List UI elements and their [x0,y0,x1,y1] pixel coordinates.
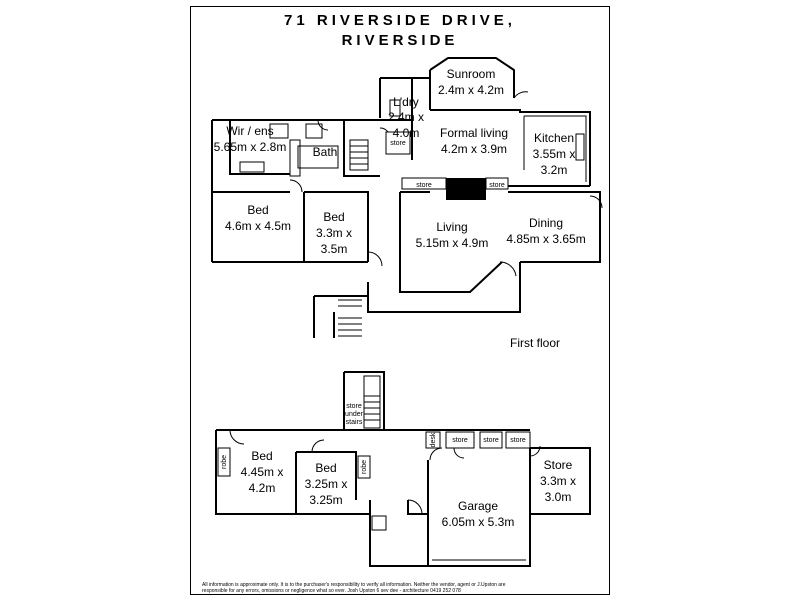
laundry-dims-2: 4.0m [393,126,420,140]
store-box-2 [485,177,509,190]
formal-living-dims: 4.2m x 3.9m [441,142,507,156]
kitchen-name: Kitchen [534,131,574,145]
kitchen-dims-1: 3.55m x [533,147,576,161]
ground-floor-details [217,375,541,561]
disclaimer: All information is approximate only. It … [202,582,602,594]
bed-b-dims-2: 3.25m [309,493,342,507]
fireplace [446,178,486,200]
sheet-border [190,6,610,595]
gf-store-label-1: store [452,437,468,444]
living-name: Living [436,220,467,234]
wir-ens-name: Wir / ens [226,124,273,138]
ground-floor-walls [215,371,591,567]
dining-dims: 4.85m x 3.65m [506,232,585,246]
disclaimer-line-2: responsible for any errors, omissions or… [202,588,461,594]
store-box-3 [385,131,411,155]
dining-name: Dining [529,216,563,230]
bed-b-name: Bed [315,461,336,475]
store-label-2: store [489,182,505,189]
living-dims: 5.15m x 4.9m [416,236,489,250]
kitchen-dims-2: 3.2m [541,163,568,177]
bed-a-dims-2: 4.2m [249,481,276,495]
robe-label-1: robe [221,455,228,469]
store-room-name: Store [544,458,573,472]
store-label-3: store [390,140,406,147]
desk-label: desk [430,432,437,447]
gf-store-label-3: store [510,437,526,444]
store-room-dims-1: 3.3m x [540,474,576,488]
bed-main-dims: 4.6m x 4.5m [225,219,291,233]
store-room-dims-2: 3.0m [545,490,572,504]
store-label-1: store [416,182,432,189]
disclaimer-line-1: All information is approximate only. It … [202,582,506,588]
under-stairs-label-3: stairs [346,419,363,426]
laundry-name: L'dry [393,95,419,109]
sunroom-name: Sunroom [447,67,496,81]
bath-name: Bath [313,145,338,159]
garage-dims: 6.05m x 5.3m [442,515,515,529]
first-floor-details [239,91,603,337]
bed-small-dims-1: 3.3m x [316,226,352,240]
bed-a-dims-1: 4.45m x [241,465,284,479]
sunroom-dims: 2.4m x 4.2m [438,83,504,97]
first-floor-label: First floor [510,336,560,350]
garage-name: Garage [458,499,498,513]
bed-main-name: Bed [247,203,268,217]
bed-small-dims-2: 3.5m [321,242,348,256]
store-box-1 [401,177,447,190]
bed-small-name: Bed [323,210,344,224]
address-line-2: RIVERSIDE [341,32,459,49]
laundry-dims-1: 2.4m x [388,110,424,124]
under-stairs-label-2: under [345,411,364,418]
robe-label-2: robe [361,460,368,474]
bed-a-name: Bed [251,449,272,463]
wir-ens-dims: 5.65m x 2.8m [214,140,287,154]
gf-store-label-2: store [483,437,499,444]
bed-b-dims-1: 3.25m x [305,477,348,491]
address-line-1: 71 RIVERSIDE DRIVE, [284,12,516,29]
formal-living-name: Formal living [440,126,508,140]
under-stairs-label-1: store [346,403,362,410]
